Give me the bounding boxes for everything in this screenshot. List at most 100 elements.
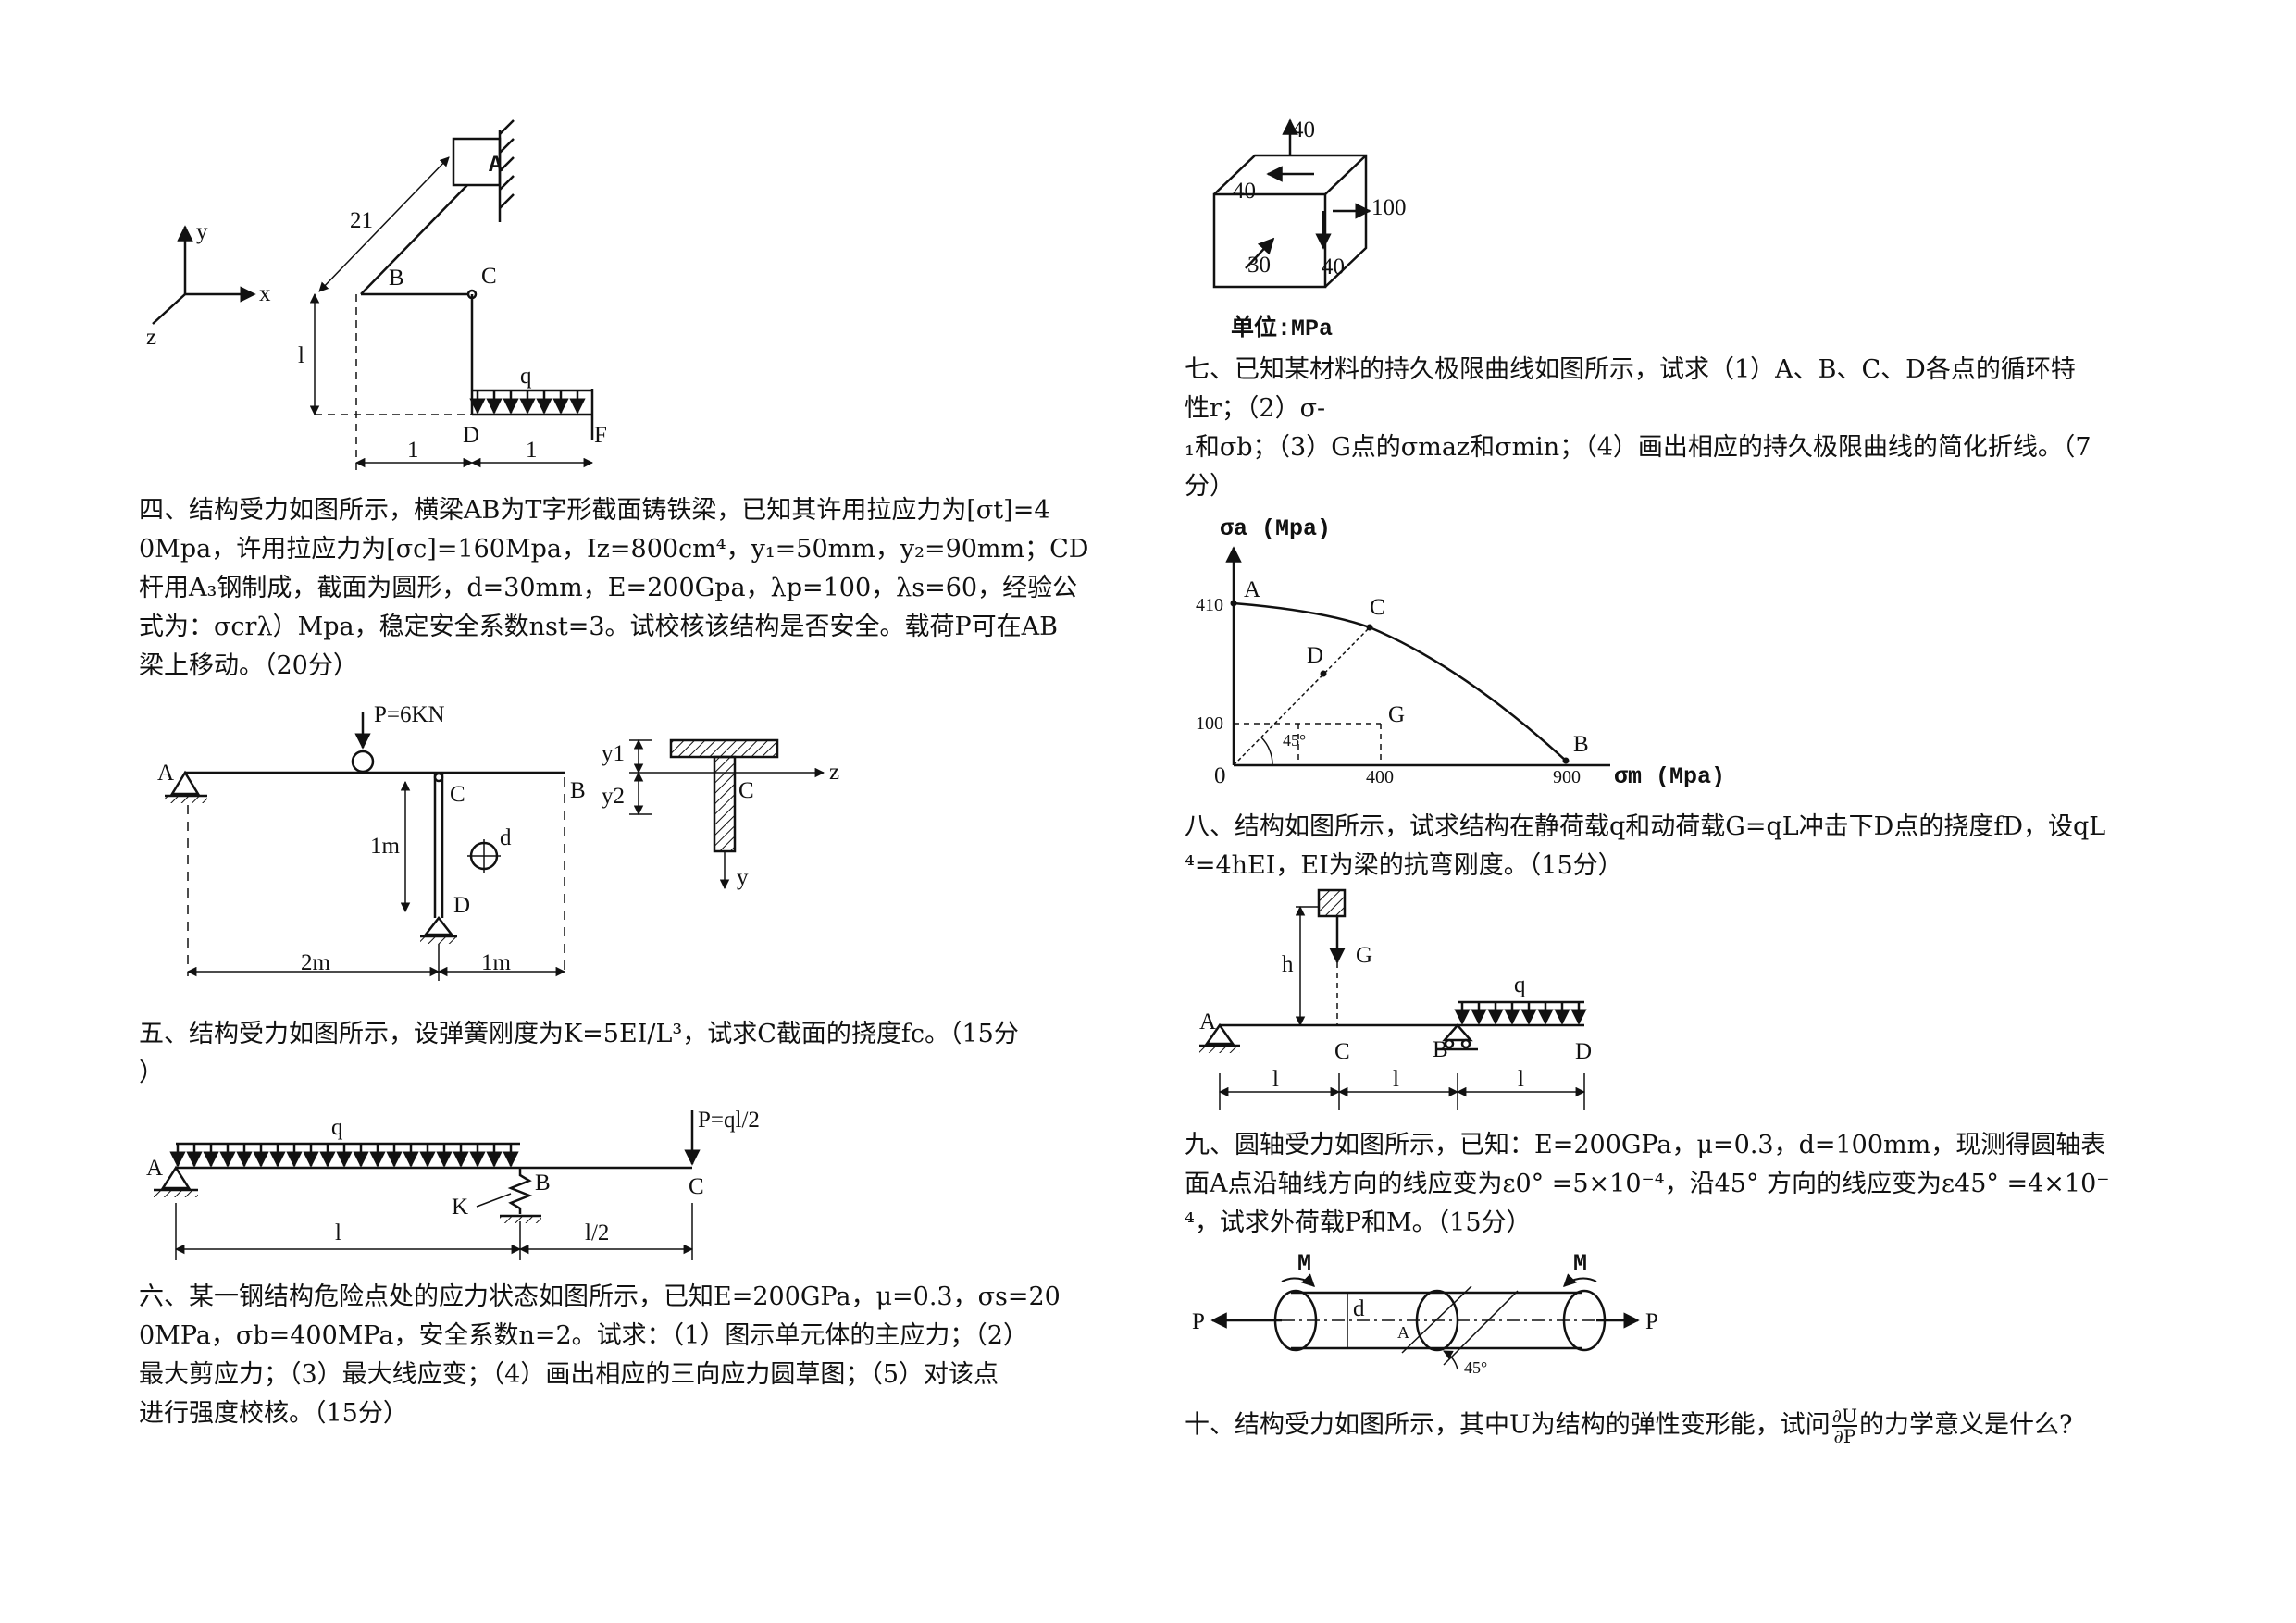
z-axis [152,293,186,325]
label: y2 [602,784,625,809]
q7-line: 分） [1185,472,1235,501]
label: B [570,778,586,803]
label: P [1192,1309,1205,1334]
q6-line: 最大剪应力；（3）最大线应变；（4）画出相应的三向应力圆草图；（5）对该点 [139,1360,999,1389]
label: B [535,1171,551,1196]
q8-line: ⁴=4hEI，EI为梁的抗弯刚度。（15分） [1185,851,1623,880]
label: B [1433,1037,1448,1062]
label: P=ql/2 [698,1108,760,1133]
fraction-num: ∂U [1831,1405,1857,1427]
figure-q8 [1199,888,1587,1110]
figure-q4 [165,712,825,981]
label: l [1393,1067,1399,1092]
label: σm (Mpa) [1614,763,1725,790]
label: 0 [1214,763,1226,788]
label: P=6KN [374,702,445,727]
label: A [1199,1010,1216,1035]
label: G [1388,702,1405,727]
label: D [1575,1039,1592,1064]
q5-line: 五、结构受力如图所示，设弹簧刚度为K=5EI/L³，试求C截面的挠度fc。（15… [139,1020,1019,1048]
q9-line: ⁴，试求外荷载P和M。（15分） [1185,1208,1532,1237]
label: z [146,325,156,350]
q4-line: 梁上移动。（20分） [139,651,358,680]
figure-q5-labels: q P=ql/2 A B C K l l/2 [146,1108,760,1245]
label: A [157,761,174,786]
endurance-curve [1233,601,1567,762]
label: M [1297,1250,1311,1277]
label: D [453,893,470,918]
label: l [335,1220,341,1245]
label: 1m [370,834,401,859]
label: l [1272,1067,1279,1092]
figure-q9 [1210,1273,1640,1370]
figure-q7 [1225,546,1610,767]
label: A [1397,1323,1409,1342]
label: 1 [526,438,538,463]
figure-q9-labels: P P M M d A 45° [1192,1250,1658,1377]
label: B [1573,732,1589,757]
label: 1m [481,950,512,975]
label: 45° [1464,1358,1487,1377]
label: q [331,1115,343,1140]
q7-line: ₁和σb；（3）G点的σmaz和σmin；（4）画出相应的持久极限曲线的简化折线… [1185,433,2091,462]
figure-q8-labels: G h q A C B D l l l [1199,943,1592,1092]
figure-q7-labels: σa (Mpa) σm (Mpa) A C D G B 410 100 400 … [1196,515,1725,790]
label: D [463,423,479,448]
label: 40 [1322,254,1345,279]
q4-line: 杆用A₃钢制成，截面为圆形，d=30mm，E=200Gpa，λp=100，λs=… [139,574,1078,602]
q7-line: 性r；（2）σ- [1185,394,1326,423]
figure-q5 [154,1110,701,1260]
q10-pre: 十、结构受力如图所示，其中U为结构的弹性变形能，试问 [1185,1410,1831,1440]
label: 1 [407,438,419,463]
figure-frame [152,119,594,472]
label: 100 [1196,713,1223,734]
label: l [298,343,304,368]
q8-line: 八、结构如图所示，试求结构在静荷载q和动荷载G=qL冲击下D点的挠度fD，设qL [1185,812,2106,841]
label: M [1573,1250,1587,1277]
label: y1 [602,741,625,766]
label: z [829,760,839,785]
label: F [594,423,607,448]
label: d [500,825,512,850]
label: 900 [1553,767,1581,787]
q10-post: 的力学意义是什么? [1858,1410,2073,1440]
q7-line: 七、已知某材料的持久极限曲线如图所示，试求（1）A、B、C、D各点的循环特 [1185,355,2076,384]
label: σa (Mpa) [1220,515,1331,542]
label: l [1518,1067,1524,1092]
label: G [1356,943,1372,968]
label: y [737,865,749,890]
label: l/2 [585,1220,609,1245]
label: 2m [301,950,331,975]
label: A [1244,577,1260,602]
label: 100 [1371,195,1407,220]
q5-line: ） [139,1059,164,1087]
label: A [489,152,503,179]
q6-line: 进行强度校核。（15分） [139,1399,408,1428]
q9-line: 九、圆轴受力如图所示，已知：E=200GPa，μ=0.3，d=100mm，现测得… [1185,1131,2106,1159]
label: C [1370,595,1385,620]
figure-q6-labels: 40 40 100 40 30 单位:MPa [1231,118,1407,342]
fraction: ∂U∂P [1831,1405,1857,1445]
label: C [738,778,754,803]
unit-label: 单位:MPa [1231,314,1333,342]
q-arrows [469,390,586,415]
dim-21 [318,156,450,292]
figure-q4-labels: P=6KN A B C D d 1m 2m 1m y1 y2 z y C [157,702,839,975]
label: 21 [350,208,373,233]
label: 40 [1292,118,1315,142]
weight-g [1317,888,1347,918]
label: C [1334,1039,1350,1064]
label: 40 [1233,179,1256,204]
label: D [1307,643,1323,668]
spring [507,1168,533,1214]
label: C [689,1174,704,1199]
q-arrows [169,1144,519,1168]
member-ab [360,184,468,295]
label: P [1645,1309,1658,1334]
figure-frame-labels: y x z A 21 B C D F q l 1 1 [146,152,607,463]
label: K [452,1195,468,1220]
q4-line: 四、结构受力如图所示，横梁AB为T字形截面铸铁梁，已知其许用拉应力为[σt]=4 [139,496,1050,525]
label: y [196,219,208,244]
q4-line: 式为：σcrλ）Mpa，稳定安全系数nst=3。试校核该结构是否安全。载荷P可在… [139,613,1059,641]
